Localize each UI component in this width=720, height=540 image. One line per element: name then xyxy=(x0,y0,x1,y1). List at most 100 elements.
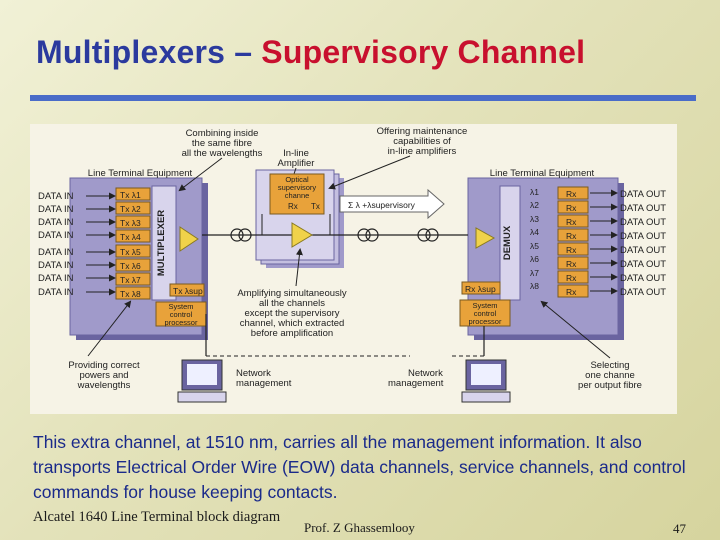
tx-6: Tx λ6 xyxy=(120,261,141,271)
lambda-4: λ4 xyxy=(530,227,539,237)
rx-5: Rx xyxy=(566,245,577,255)
callout-combining-line-3: all the wavelengths xyxy=(182,148,263,159)
leader-selecting xyxy=(540,300,611,359)
leader-providing xyxy=(87,300,132,357)
data-in-8: DATA IN xyxy=(38,287,74,298)
osc-tx: Tx xyxy=(311,202,320,211)
rx-blocks: Rx Rx Rx Rx Rx Rx Rx Rx xyxy=(557,186,589,298)
inline-amp-triangle xyxy=(291,222,313,248)
system-control-left-line-3: processor xyxy=(165,318,198,327)
rx-1: Rx xyxy=(566,189,577,199)
svg-text:management: management xyxy=(236,378,292,389)
diagram-canvas: Combining inside the same fibre all the … xyxy=(38,126,666,403)
system-control-right-line-2: control xyxy=(474,309,497,318)
fibre-coils xyxy=(230,228,439,242)
demux-label: DEMUX xyxy=(502,225,513,260)
sum-arrow xyxy=(339,188,445,220)
tx-1: Tx λ1 xyxy=(120,190,141,200)
system-control-left-line-2: control xyxy=(170,310,193,319)
lambda-6: λ6 xyxy=(530,254,539,264)
lambda-8: λ8 xyxy=(530,281,539,291)
title-part-1: Multiplexers – xyxy=(36,34,262,70)
tx-sup-block xyxy=(169,283,205,297)
data-in-7: DATA IN xyxy=(38,273,74,284)
lambda-labels: λ1 λ2 λ3 λ4 λ5 λ6 λ7 λ8 xyxy=(530,187,539,291)
leader-offering xyxy=(328,155,411,190)
data-in-2: DATA IN xyxy=(38,204,74,215)
footer-author: Prof. Z Ghassemlooy xyxy=(304,520,415,535)
inline-amp-label-line-2: Amplifier xyxy=(278,158,315,169)
data-in-1: DATA IN xyxy=(38,191,74,202)
data-in-arrows xyxy=(86,192,116,296)
callout-selecting: Selecting one channe per output fibre xyxy=(578,360,642,391)
callout-offering-line-1: Offering maintenance xyxy=(377,126,468,137)
lte-left-label: Line Terminal Equipment xyxy=(88,168,193,179)
tx-2: Tx λ2 xyxy=(120,204,141,214)
callout-offering-line-3: in-line amplifiers xyxy=(388,146,457,157)
svg-text:Network: Network xyxy=(236,368,271,379)
booster-amp-triangle xyxy=(179,226,199,252)
callout-providing: Providing correct powers and wavelengths xyxy=(68,360,140,391)
svg-text:before amplification: before amplification xyxy=(251,328,333,339)
tx-3: Tx λ3 xyxy=(120,218,141,228)
data-out-8: DATA OUT xyxy=(620,287,666,298)
data-out-2: DATA OUT xyxy=(620,203,666,214)
svg-text:management: management xyxy=(388,378,444,389)
svg-text:Amplifying simultaneously: Amplifying simultaneously xyxy=(237,288,347,299)
rx-sup-block xyxy=(461,281,501,295)
lambda-3: λ3 xyxy=(530,214,539,224)
osc-rx: Rx xyxy=(288,202,298,211)
data-out-1: DATA OUT xyxy=(620,189,666,200)
tx-4: Tx λ4 xyxy=(120,232,141,242)
rx-2: Rx xyxy=(566,203,577,213)
leader-combining xyxy=(178,157,223,192)
preamp-triangle xyxy=(475,227,496,249)
leader-amplifying xyxy=(295,248,303,287)
rx-8: Rx xyxy=(566,287,577,297)
lte-right-label: Line Terminal Equipment xyxy=(490,168,595,179)
lambda-7: λ7 xyxy=(530,268,539,278)
tx-8: Tx λ8 xyxy=(120,289,141,299)
data-out-6: DATA OUT xyxy=(620,259,666,270)
data-out-labels: DATA OUT DATA OUT DATA OUT DATA OUT DATA… xyxy=(620,189,666,298)
data-out-3: DATA OUT xyxy=(620,217,666,228)
lambda-2: λ2 xyxy=(530,200,539,210)
computer-icon-left xyxy=(177,359,227,403)
rx-3: Rx xyxy=(566,217,577,227)
rx-sup-label: Rx λsup xyxy=(465,284,496,294)
osc-label-line-2: supervisory xyxy=(278,183,317,192)
data-in-labels: DATA IN DATA IN DATA IN DATA IN DATA IN … xyxy=(38,191,74,298)
title-part-2: Supervisory Channel xyxy=(261,34,586,70)
callout-amplifying: Amplifying simultaneously all the channe… xyxy=(237,288,347,339)
data-in-6: DATA IN xyxy=(38,260,74,271)
data-out-arrows xyxy=(590,189,618,295)
lambda-5: λ5 xyxy=(530,241,539,251)
system-control-right xyxy=(459,299,511,327)
rx-4: Rx xyxy=(566,231,577,241)
computer-icon-right xyxy=(461,359,511,403)
line-terminal-block-diagram: Combining inside the same fibre all the … xyxy=(30,124,677,414)
network-mgmt-left: Network management xyxy=(236,368,292,389)
system-control-left xyxy=(155,301,207,327)
callout-offering-line-2: capabilities of xyxy=(393,136,451,147)
svg-text:all the channels: all the channels xyxy=(259,298,325,309)
network-mgmt-right: Network management xyxy=(388,368,444,389)
svg-text:channel, which extracted: channel, which extracted xyxy=(240,318,345,329)
tx-7: Tx λ7 xyxy=(120,275,141,285)
sum-label: Σ λ +λsupervisory xyxy=(348,200,416,210)
optical-supervisory-block xyxy=(269,173,325,215)
lambda-1: λ1 xyxy=(530,187,539,197)
tx-blocks: Tx λ1 Tx λ2 Tx λ3 Tx λ4 Tx λ5 Tx λ6 Tx λ… xyxy=(115,187,151,300)
system-control-right-line-3: processor xyxy=(469,317,502,326)
data-out-7: DATA OUT xyxy=(620,273,666,284)
svg-text:Providing correct: Providing correct xyxy=(68,360,140,371)
svg-text:one channe: one channe xyxy=(585,370,635,381)
svg-text:powers and: powers and xyxy=(79,370,128,381)
svg-text:per output fibre: per output fibre xyxy=(578,380,642,391)
svg-text:Selecting: Selecting xyxy=(590,360,629,371)
rx-7: Rx xyxy=(566,273,577,283)
system-control-left-line-1: System xyxy=(168,302,193,311)
system-control-right-line-1: System xyxy=(472,301,497,310)
data-in-3: DATA IN xyxy=(38,217,74,228)
callout-combining-line-2: the same fibre xyxy=(192,138,252,149)
